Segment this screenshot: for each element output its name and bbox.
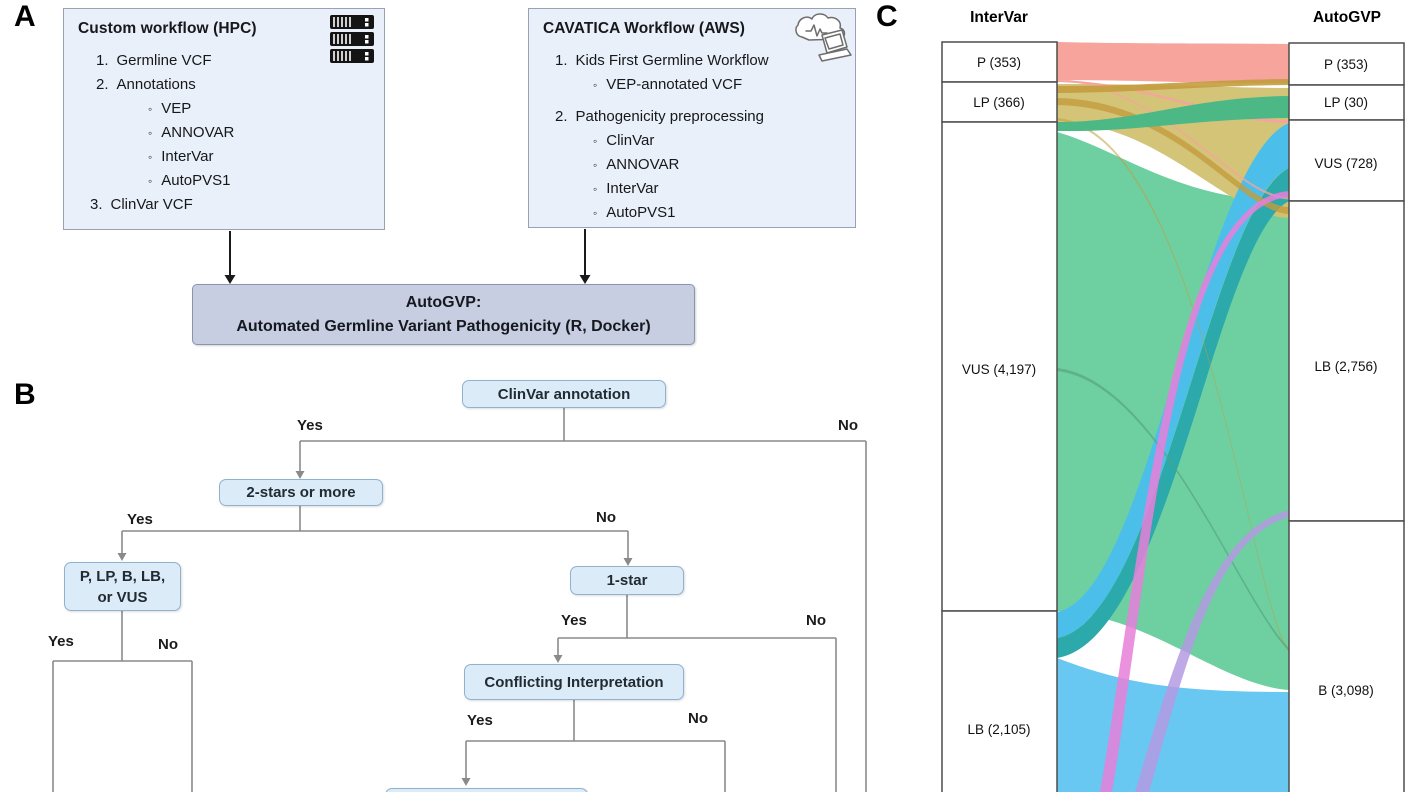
cavatica-workflow-box: CAVATICA Workflow (AWS) 1. Kids First Ge…	[528, 8, 856, 228]
item-number: 1.	[555, 52, 568, 69]
flow-p-to-vus-strand	[1057, 80, 1289, 123]
node-right-lb	[1288, 200, 1405, 522]
branch-label-yes: Yes	[48, 633, 74, 650]
list-subitem: ClinVar	[543, 129, 841, 153]
node-right-p	[1288, 42, 1405, 86]
item-text: ClinVar VCF	[110, 196, 193, 213]
node-label: LP (30)	[1324, 95, 1368, 110]
node-left-p	[941, 41, 1058, 83]
flow-b-to-lb-strand	[1135, 510, 1289, 792]
list-item: 3. ClinVar VCF	[78, 193, 370, 217]
decision-box-partial	[385, 788, 588, 792]
branch-label-no: No	[158, 636, 178, 653]
branch-label-yes: Yes	[127, 511, 153, 528]
decision-box-p-lp-b-lb-vus: P, LP, B, LB, or VUS	[64, 562, 181, 611]
list-subitem: VEP-annotated VCF	[543, 73, 841, 97]
autogvp-subtitle: Automated Germline Variant Pathogenicity…	[236, 317, 651, 335]
node-label: B (3,098)	[1318, 683, 1374, 698]
item-number: 1.	[96, 52, 109, 69]
item-text: Kids First Germline Workflow	[575, 52, 769, 69]
list-subitem: AutoPVS1	[543, 201, 841, 225]
branch-label-yes: Yes	[467, 712, 493, 729]
cavatica-workflow-list: 1. Kids First Germline Workflow VEP-anno…	[543, 49, 841, 225]
sankey-node-labels: P (353) LP (366) VUS (4,197) LB (2,105) …	[962, 55, 1378, 737]
sankey-flows	[1057, 42, 1289, 792]
node-label: LB (2,756)	[1314, 359, 1377, 374]
list-subitem: ANNOVAR	[78, 121, 370, 145]
list-subitem: VEP	[78, 97, 370, 121]
connector-arrowheads	[117, 471, 633, 786]
decision-box-clinvar-annotation: ClinVar annotation	[462, 380, 666, 408]
branch-label-no: No	[838, 417, 858, 434]
panel-label-c: C	[876, 0, 898, 33]
cavatica-workflow-title: CAVATICA Workflow (AWS)	[543, 20, 746, 37]
custom-workflow-list: 1. Germline VCF 2. Annotations VEP ANNOV…	[78, 49, 370, 217]
flow-p-to-p	[1057, 42, 1289, 84]
item-text: Annotations	[116, 76, 196, 93]
item-text: Pathogenicity preprocessing	[575, 108, 764, 125]
custom-workflow-box: Custom workflow (HPC)	[63, 8, 385, 230]
decision-box-conflicting-interpretation: Conflicting Interpretation	[464, 664, 684, 700]
flow-lp-to-p-strand	[1057, 79, 1289, 93]
node-label: LB (2,105)	[967, 722, 1030, 737]
autogvp-title: AutoGVP:	[405, 294, 482, 312]
list-subitem: AutoPVS1	[78, 169, 370, 193]
panel-label-a: A	[14, 0, 36, 33]
item-number: 2.	[96, 76, 109, 93]
flow-vus-to-lp-strand	[1057, 96, 1289, 132]
node-left-lb	[941, 610, 1058, 792]
decision-tree-connectors	[52, 408, 867, 792]
node-label: P (353)	[1324, 57, 1368, 72]
custom-workflow-title: Custom workflow (HPC)	[78, 20, 257, 37]
sankey-nodes	[941, 41, 1405, 792]
item-number: 3.	[90, 196, 103, 213]
branch-label-no: No	[806, 612, 826, 629]
flow-lb-to-lb	[1057, 168, 1289, 658]
list-item: 2. Pathogenicity preprocessing	[543, 105, 841, 129]
sankey-headers: InterVar AutoGVP	[970, 9, 1381, 26]
decision-box-line: or VUS	[97, 588, 148, 606]
node-label: VUS (4,197)	[962, 362, 1036, 377]
autogvp-output-box: AutoGVP: Automated Germline Variant Path…	[192, 284, 695, 345]
decision-box-line: P, LP, B, LB,	[79, 567, 166, 585]
node-right-b	[1288, 520, 1405, 792]
node-right-vus	[1288, 119, 1405, 202]
list-item: 1. Kids First Germline Workflow	[543, 49, 841, 73]
panel-label-b: B	[14, 378, 36, 411]
branch-label-no: No	[596, 509, 616, 526]
sankey-right-header: AutoGVP	[1313, 9, 1381, 26]
flow-b-to-vus-strand	[1100, 191, 1289, 792]
list-subitem: InterVar	[78, 145, 370, 169]
decision-box-two-stars: 2-stars or more	[219, 479, 383, 506]
item-text: Germline VCF	[116, 52, 212, 69]
server-rack-icon	[330, 15, 374, 67]
decision-box-one-star: 1-star	[570, 566, 684, 595]
node-label: LP (366)	[973, 95, 1025, 110]
list-subitem: InterVar	[543, 177, 841, 201]
node-left-lp	[941, 81, 1058, 123]
node-right-lp	[1288, 84, 1405, 121]
node-label: VUS (728)	[1314, 156, 1377, 171]
workflow-arrows	[224, 229, 591, 284]
branch-label-no: No	[688, 710, 708, 727]
item-number: 2.	[555, 108, 568, 125]
branch-label-yes: Yes	[561, 612, 587, 629]
sankey-left-header: InterVar	[970, 9, 1028, 26]
connector-lines	[52, 408, 867, 792]
list-item: 1. Germline VCF	[78, 49, 370, 73]
branch-label-yes: Yes	[297, 417, 323, 434]
cloud-laptop-icon	[789, 9, 853, 69]
list-subitem: ANNOVAR	[543, 153, 841, 177]
list-item: 2. Annotations	[78, 73, 370, 97]
node-left-vus	[941, 121, 1058, 612]
node-label: P (353)	[977, 55, 1021, 70]
flow-p-to-lb-strand	[1057, 78, 1289, 200]
